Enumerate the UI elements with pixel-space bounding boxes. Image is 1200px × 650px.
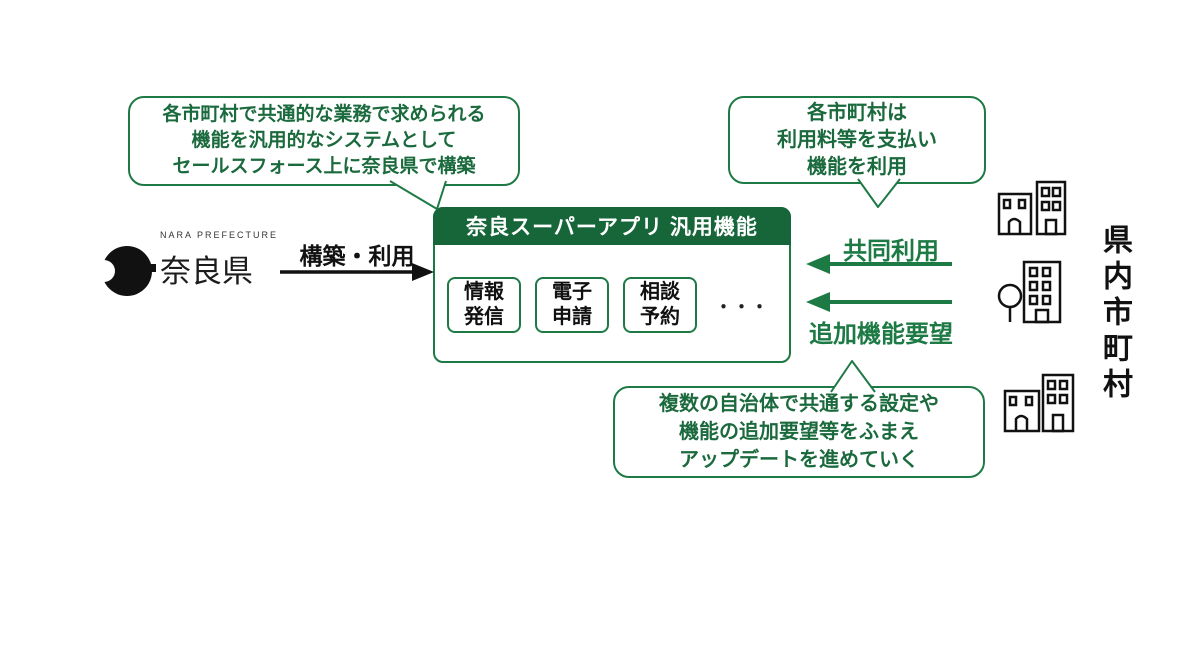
bubble-update-policy: 複数の自治体で共通する設定や 機能の追加要望等をふまえ アップデートを進めていく [613,386,985,478]
app-box-title: 奈良スーパーアプリ 汎用機能 [433,207,791,245]
arrow-label-feature-request: 追加機能要望 [809,321,953,348]
bubble-build-line2: 機能を汎用的なシステムとして [191,130,457,151]
bubble-update-line2: 機能の追加要望等をふまえ [679,421,919,443]
bubble-municipality-pay: 各市町村は 利用料等を支払い 機能を利用 [728,96,986,184]
module-e-application: 電子 申請 [535,277,609,333]
arrow-label-build-use: 構築・利用 [299,243,415,269]
nara-prefecture-logo [93,246,156,296]
prefecture-name-ja: 奈良県 [160,254,253,289]
prefecture-name-en: NARA PREFECTURE [160,230,279,240]
arrow-feature-request [806,292,952,312]
module-consultation: 相談 予約 [623,277,697,333]
bubble-prefecture-build: 各市町村で共通的な業務で求められる 機能を汎用的なシステムとして セールスフォー… [128,96,520,186]
bubble-update-line1: 複数の自治体で共通する設定や [659,393,939,415]
bubble-build-line1: 各市町村で共通的な業務で求められる [162,104,486,125]
bubble-pay-line1: 各市町村は [807,101,907,124]
bubble-pay-line2: 利用料等を支払い [777,128,937,151]
bubble-pay-line3: 機能を利用 [807,155,907,178]
module-information: 情報 発信 [447,277,521,333]
app-box: 奈良スーパーアプリ 汎用機能 情報 発信 電子 申請 相談 予約 ・・・ [433,207,791,363]
buildings-icon [997,180,1067,236]
arrow-label-joint-use: 共同利用 [843,238,939,265]
bubble-update-line3: アップデートを進めていく [679,449,919,471]
module-ellipsis: ・・・ [715,297,769,317]
bubble-build-line3: セールスフォース上に奈良県で構築 [172,156,476,177]
municipalities-label: 県内市町村 [1098,224,1131,404]
tree-building-icon [997,260,1062,324]
buildings-icon [1003,373,1075,433]
